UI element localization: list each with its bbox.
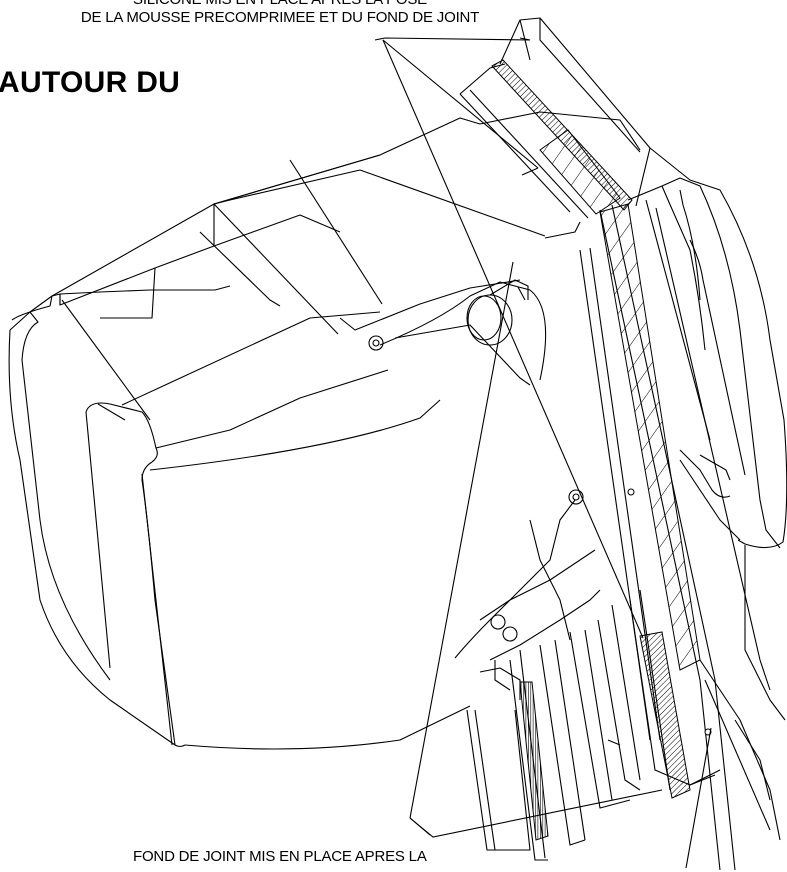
leader-lines <box>374 37 712 869</box>
silicone-callout-label: SILICONE MIS EN PLACE APRES LA POSE DE L… <box>0 0 560 27</box>
foam-strip-main <box>599 203 701 671</box>
foam-strip-top <box>539 129 621 215</box>
left-box-body <box>8 111 641 750</box>
joint-back-strip <box>519 681 549 841</box>
central-bracket <box>368 279 547 386</box>
silicone-bead-bottom <box>639 631 691 799</box>
lower-bracket <box>454 489 601 700</box>
screw-mark <box>627 488 635 496</box>
silicone-callout-line1: SILICONE MIS EN PLACE APRES LA POSE <box>0 0 560 9</box>
hatched-sections <box>491 59 712 841</box>
joint-callout-label: FOND DE JOINT MIS EN PLACE APRES LA <box>133 848 427 865</box>
top-cover-plates <box>51 63 589 421</box>
section-heading: AUTOUR DU <box>0 66 181 99</box>
silicone-callout-line2: DE LA MOUSSE PRECOMPRIMEE ET DU FOND DE … <box>80 9 480 26</box>
